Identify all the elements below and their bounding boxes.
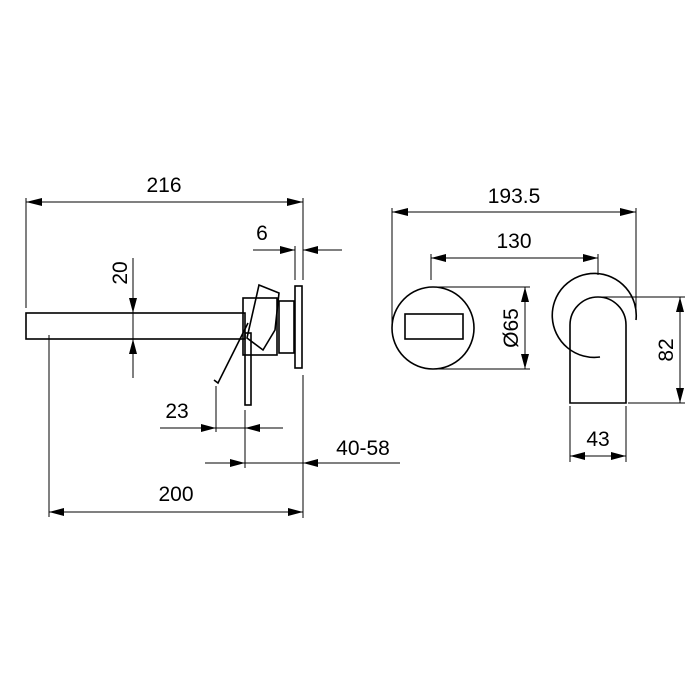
spout-body xyxy=(25,312,246,340)
dim-center-distance: 130 xyxy=(430,230,599,280)
dim-plate-thickness: 6 xyxy=(253,222,342,280)
wall-plate xyxy=(294,285,303,369)
dim-label-200: 200 xyxy=(158,483,193,506)
dim-lever-offset: 23 xyxy=(160,386,283,468)
spout-front xyxy=(569,296,627,404)
dim-label-20: 20 xyxy=(109,261,132,284)
lever-handle xyxy=(246,283,280,352)
dim-label-43: 43 xyxy=(586,428,609,451)
dim-overall-width: 193.5 xyxy=(391,185,637,325)
dim-label-40-58: 40-58 xyxy=(336,437,390,460)
front-view: 193.5 130 Ø65 82 xyxy=(391,185,685,462)
dim-label-193-5: 193.5 xyxy=(488,185,541,208)
lever-rod xyxy=(244,332,252,406)
dim-plate-diameter: Ø65 xyxy=(433,286,530,370)
dim-spout-height-front: 82 xyxy=(600,296,685,404)
dim-spout-height: 20 xyxy=(109,258,137,378)
valve-body xyxy=(242,297,278,356)
dim-overall-length: 216 xyxy=(25,174,304,308)
dim-spout-width: 43 xyxy=(569,406,627,462)
side-view: 216 6 20 23 xyxy=(25,174,400,518)
lever-swing-line xyxy=(213,322,249,385)
dim-label-6: 6 xyxy=(256,222,268,245)
mixer-lever-face xyxy=(404,313,464,340)
dim-label-216: 216 xyxy=(146,174,181,197)
dim-wall-depth: 40-58 xyxy=(205,375,400,518)
dim-label-130: 130 xyxy=(496,230,531,253)
dim-label-82: 82 xyxy=(655,338,678,361)
dim-label-diameter-65: Ø65 xyxy=(500,308,523,348)
connector-block xyxy=(278,300,295,354)
dim-label-23: 23 xyxy=(165,400,188,423)
dim-spout-projection: 200 xyxy=(48,335,303,517)
